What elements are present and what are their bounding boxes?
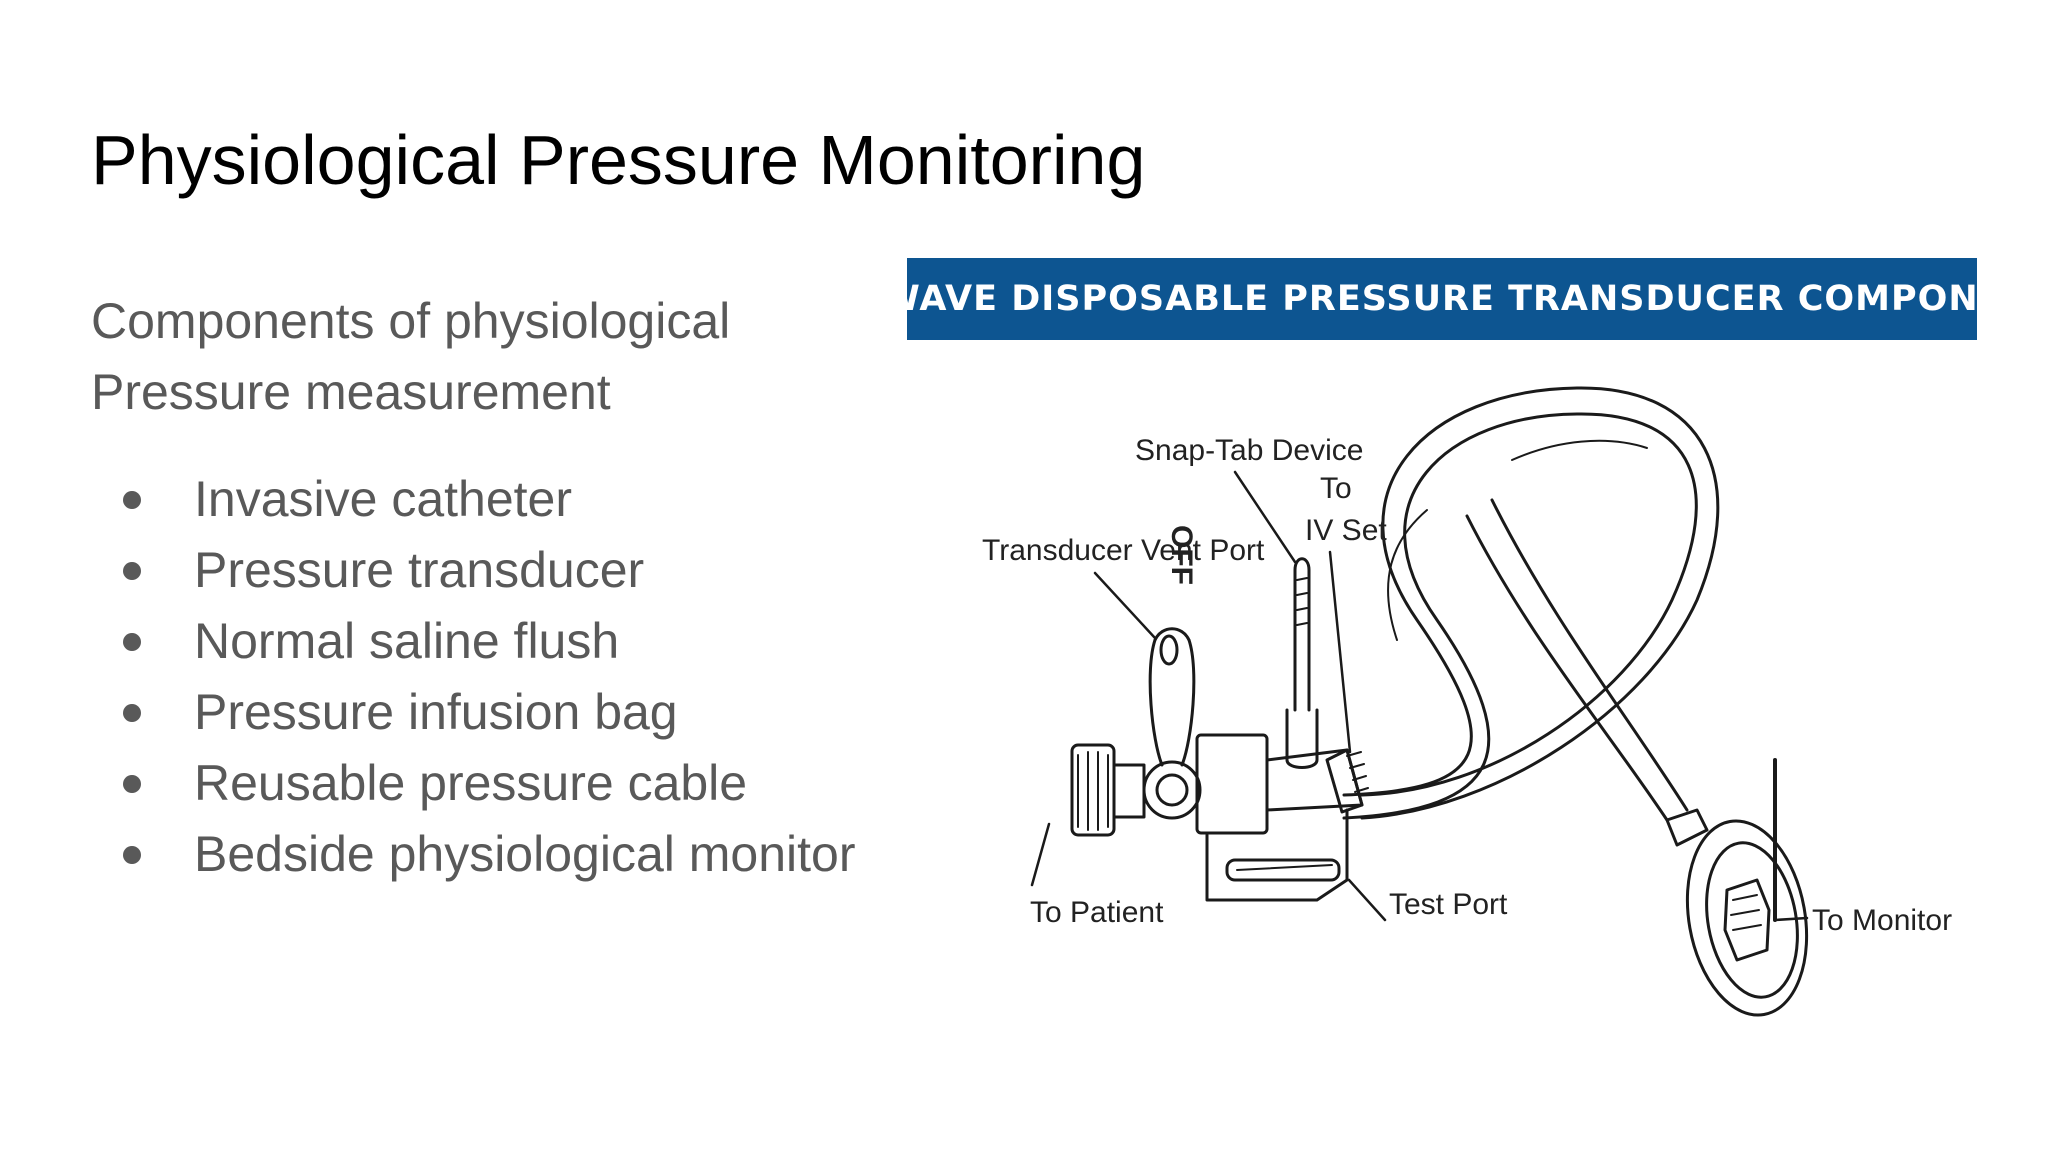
list-item: Pressure infusion bag — [91, 677, 855, 748]
bullet-icon — [123, 633, 141, 651]
list-item-text: Invasive catheter — [194, 471, 572, 527]
leader-lines — [1030, 470, 1809, 922]
pressure-tubing — [1342, 386, 1720, 822]
label-to: To — [1320, 472, 1352, 505]
bullet-list: Invasive catheter Pressure transducer No… — [91, 464, 855, 890]
transducer-diagram: OFF Snap-Tab Device To IV Set Transducer… — [982, 386, 1952, 1017]
slide-title: Physiological Pressure Monitoring — [91, 121, 1146, 199]
list-item: Pressure transducer — [91, 535, 855, 606]
label-snap-tab: Snap-Tab Device — [1135, 434, 1363, 467]
bullet-icon — [123, 562, 141, 580]
list-item-text: Normal saline flush — [194, 613, 620, 669]
bullet-icon — [123, 704, 141, 722]
bullet-icon — [123, 775, 141, 793]
figure-banner: TRUWAVE DISPOSABLE PRESSURE TRANSDUCER C… — [907, 258, 1977, 340]
label-iv-set: IV Set — [1305, 514, 1387, 547]
list-item: Normal saline flush — [91, 606, 855, 677]
transducer-figure: TRUWAVE DISPOSABLE PRESSURE TRANSDUCER C… — [907, 258, 1977, 1018]
slide-subtitle: Components of physiological Pressure mea… — [91, 293, 731, 420]
label-to-patient: To Patient — [1030, 896, 1164, 929]
transducer-body — [1195, 733, 1369, 902]
list-item-text: Pressure transducer — [194, 542, 645, 598]
list-item-text: Bedside physiological monitor — [194, 826, 856, 882]
bullet-icon — [123, 846, 141, 864]
stopcock — [1070, 627, 1202, 837]
list-item-text: Pressure infusion bag — [194, 684, 678, 740]
bullet-icon — [123, 491, 141, 509]
list-item: Reusable pressure cable — [91, 748, 855, 819]
snap-tab-device — [1285, 557, 1319, 769]
list-item: Invasive catheter — [91, 464, 855, 535]
list-item: Bedside physiological monitor — [91, 819, 855, 890]
monitor-connector — [1665, 758, 1809, 1017]
list-item-text: Reusable pressure cable — [194, 755, 748, 811]
label-test-port: Test Port — [1389, 888, 1508, 921]
label-to-monitor: To Monitor — [1812, 904, 1952, 937]
label-vent-port: Transducer Vent Port — [982, 534, 1265, 567]
off-label: OFF — [1165, 525, 1198, 585]
